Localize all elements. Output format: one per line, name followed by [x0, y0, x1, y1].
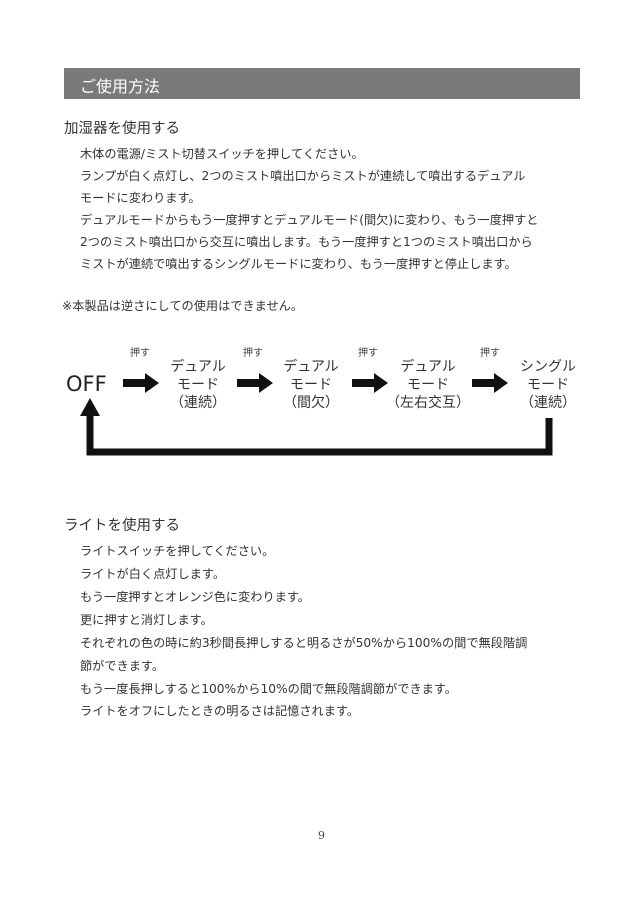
humidifier-line: デュアルモードからもう一度押すとデュアルモード(間欠)に変わり、もう一度押すと	[80, 213, 539, 227]
light-line: もう一度押すとオレンジ色に変わります。	[80, 590, 310, 604]
light-line: ライトをオフにしたときの明るさは記憶されます。	[80, 704, 360, 718]
mode-line: デュアル	[283, 359, 339, 375]
light-line: ライトスイッチを押してください。	[80, 544, 275, 558]
section-header-bar: ご使用方法	[64, 68, 580, 99]
light-line: 更に押すと消灯します。	[80, 613, 213, 627]
mode-single-continuous: シングルモード （連続）	[493, 358, 603, 412]
mode-line: モード	[527, 377, 569, 393]
return-loop-arrow-icon	[80, 398, 553, 456]
mode-line: デュアル	[400, 359, 456, 375]
right-arrow-icon	[123, 373, 159, 393]
humidifier-line: ランプが白く点灯し、2つのミスト噴出口からミストが連続して噴出するデュアル	[80, 169, 526, 183]
mode-line: （連続）	[170, 395, 226, 411]
push-label: 押す	[130, 348, 150, 359]
light-line: ライトが白く点灯します。	[80, 567, 226, 581]
light-heading: ライトを使用する	[64, 518, 180, 534]
humidifier-line: 2つのミスト噴出口から交互に噴出します。もう一度押すと1つのミスト噴出口から	[80, 235, 533, 249]
section-title: ご使用方法	[80, 77, 161, 96]
push-label: 押す	[480, 348, 500, 359]
right-arrow-icon	[472, 373, 508, 393]
light-line: それぞれの色の時に約3秒間長押しすると明るさが50%から100%の間で無段階調	[80, 636, 528, 650]
mode-line: （間欠）	[283, 395, 339, 411]
light-line: 節ができます。	[80, 659, 165, 673]
mode-line: シングル	[520, 359, 576, 375]
caution-note: ※本製品は逆さにしての使用はできません。	[62, 299, 304, 313]
mode-line: デュアル	[170, 359, 226, 375]
push-label: 押す	[358, 348, 378, 359]
mode-line: モード	[407, 377, 449, 393]
right-arrow-icon	[237, 373, 273, 393]
mode-line: （連続）	[520, 395, 576, 411]
page-number: 9	[318, 829, 325, 842]
mode-line: （左右交互）	[386, 395, 470, 411]
light-line: もう一度長押しすると100%から10%の間で無段階調節ができます。	[80, 682, 457, 696]
humidifier-heading: 加湿器を使用する	[64, 121, 180, 137]
humidifier-line: 木体の電源/ミスト切替スイッチを押してください。	[80, 147, 364, 161]
mode-line: モード	[177, 377, 219, 393]
mode-dual-alternating: デュアルモード （左右交互）	[373, 358, 483, 412]
right-arrow-icon	[352, 373, 388, 393]
humidifier-line: ミストが連続で噴出するシングルモードに変わり、もう一度押すと停止します。	[80, 257, 517, 271]
mode-dual-intermittent: デュアルモード （間欠）	[256, 358, 366, 412]
mode-line: モード	[290, 377, 332, 393]
off-state: OFF	[66, 372, 107, 396]
humidifier-line: モードに変わります。	[80, 191, 201, 205]
push-label: 押す	[243, 348, 263, 359]
mode-dual-continuous: デュアルモード （連続）	[143, 358, 253, 412]
